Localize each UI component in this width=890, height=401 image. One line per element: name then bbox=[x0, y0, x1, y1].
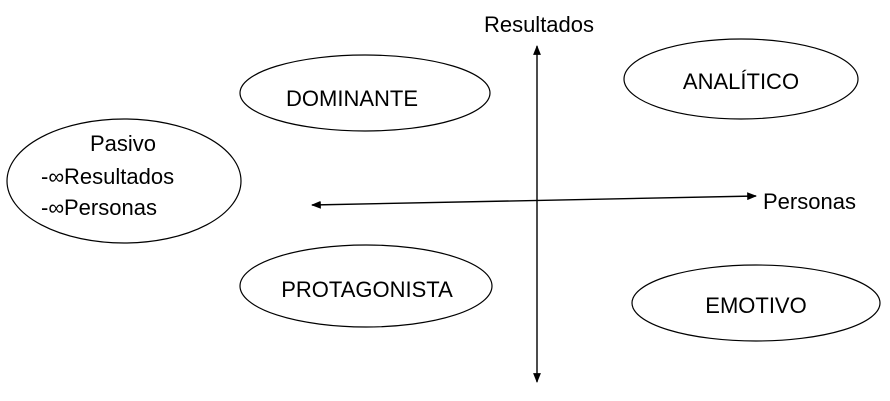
node-analitico-label: ANALÍTICO bbox=[683, 69, 799, 94]
node-pasivo-line-resultados: -∞Resultados bbox=[41, 164, 174, 189]
node-pasivo-line-personas: -∞Personas bbox=[41, 195, 157, 220]
node-emotivo-label: EMOTIVO bbox=[705, 293, 806, 318]
node-emotivo: EMOTIVO bbox=[631, 264, 881, 342]
node-dominante-ellipse bbox=[239, 54, 491, 132]
node-analitico-ellipse bbox=[623, 38, 859, 120]
vertical-axis-label: Resultados bbox=[484, 12, 594, 37]
horizontal-axis-label: Personas bbox=[763, 189, 856, 214]
node-emotivo-ellipse bbox=[631, 264, 881, 342]
node-analitico: ANALÍTICO bbox=[623, 38, 859, 120]
node-protagonista-label: PROTAGONISTA bbox=[281, 277, 453, 302]
node-protagonista: PROTAGONISTA bbox=[239, 244, 493, 328]
node-protagonista-ellipse bbox=[239, 244, 493, 328]
node-pasivo-title: Pasivo bbox=[90, 131, 156, 156]
node-pasivo-ellipse bbox=[6, 118, 242, 244]
horizontal-axis bbox=[311, 192, 757, 209]
node-dominante: DOMINANTE bbox=[239, 54, 491, 132]
node-pasivo: Pasivo -∞Resultados -∞Personas bbox=[6, 118, 242, 244]
node-dominante-label: DOMINANTE bbox=[286, 86, 418, 111]
